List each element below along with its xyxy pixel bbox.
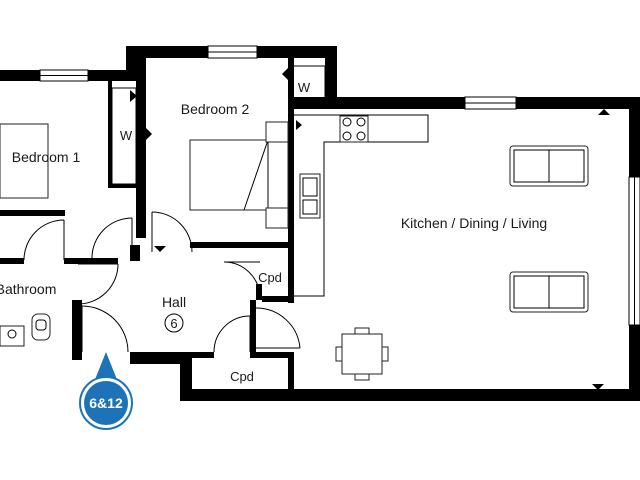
room-label-bathroom: Bathroom <box>0 281 56 297</box>
sofa-upper <box>509 145 589 187</box>
windows <box>39 45 640 326</box>
hall-number: 6 <box>170 316 177 331</box>
arrow-marker-icon <box>598 109 610 115</box>
arrow-marker-icon <box>146 128 152 140</box>
room-label-bedroom1: Bedroom 1 <box>12 149 81 165</box>
bed-bedroom1 <box>0 123 49 199</box>
wardrobe-bedroom1 <box>111 87 137 185</box>
bed-bedroom2 <box>146 121 289 252</box>
room-label-kitchen: Kitchen / Dining / Living <box>401 215 547 231</box>
arrow-marker-icon <box>296 120 302 130</box>
bathroom-fixtures <box>0 313 51 347</box>
arrow-marker-icon <box>154 246 166 252</box>
arrow-marker-icon <box>592 384 604 390</box>
hob <box>339 115 369 143</box>
sofa-lower <box>509 271 589 313</box>
wardrobe-label-1: W <box>120 128 133 143</box>
kitchen-worktop <box>294 109 610 390</box>
room-label-hall: Hall <box>162 294 186 310</box>
arrow-marker-icon <box>282 68 288 80</box>
exterior-walls <box>0 46 640 401</box>
room-label-cpd-lower: Cpd <box>230 369 254 384</box>
dining-table <box>335 327 389 381</box>
entrance-pointer-icon <box>94 352 118 382</box>
wardrobe-label-2: W <box>298 80 311 95</box>
wardrobe-bedroom2 <box>282 65 326 107</box>
doors <box>23 211 301 353</box>
hall-number-marker: 6 <box>164 313 184 333</box>
entrance-badge: 6&12 <box>79 352 133 430</box>
arrow-marker-icon <box>130 90 137 102</box>
entrance-badge-label: 6&12 <box>89 395 123 411</box>
room-label-bedroom2: Bedroom 2 <box>181 101 250 117</box>
interior-walls <box>0 58 328 392</box>
room-label-cpd-upper: Cpd <box>258 270 282 285</box>
